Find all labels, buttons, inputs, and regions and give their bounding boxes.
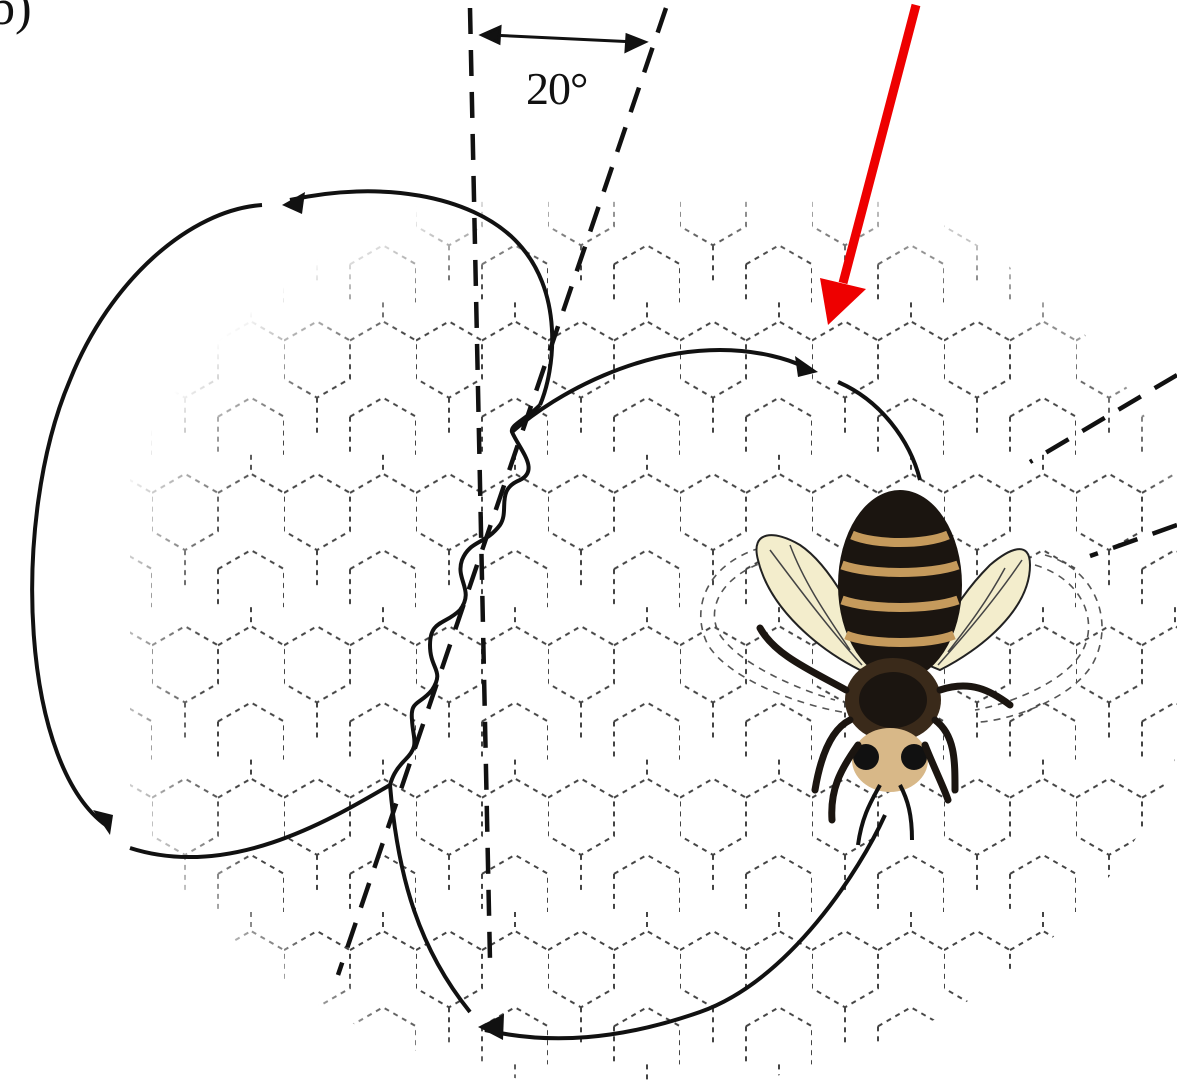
bee-abdomen <box>838 490 962 680</box>
angle-label: 20° <box>526 62 587 115</box>
panel-label: b) <box>0 0 32 36</box>
angle-arrowhead-left-icon <box>482 27 500 43</box>
angle-indicator <box>482 27 645 51</box>
honeycomb-background <box>130 200 1177 1080</box>
arrowhead-bottom-left-icon <box>93 810 113 835</box>
angle-arrowhead-right-icon <box>626 35 645 51</box>
